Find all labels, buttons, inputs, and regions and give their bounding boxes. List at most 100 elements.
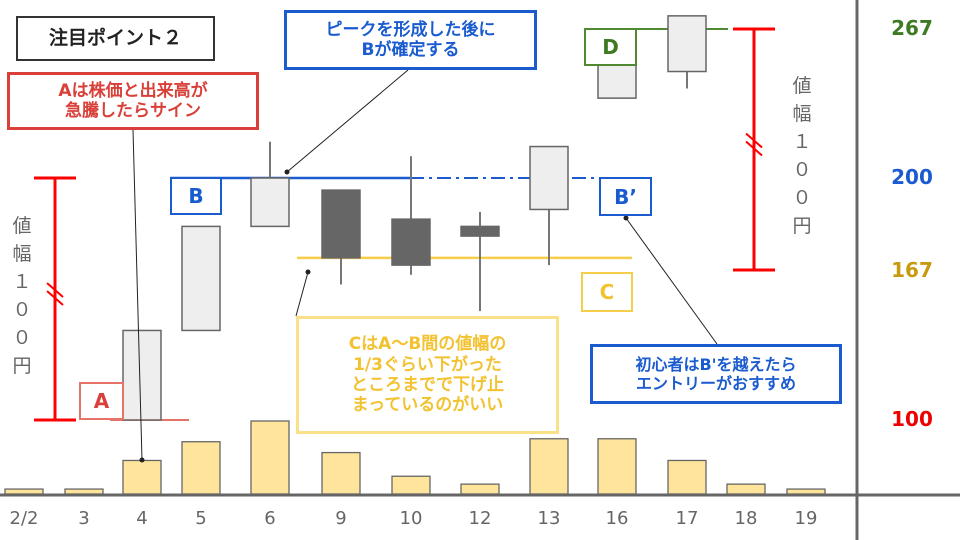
volume-bar xyxy=(181,441,221,495)
callout-c-line: 1/3ぐらい下がった xyxy=(353,354,502,375)
break-mark xyxy=(745,140,763,157)
range-label-char: １ xyxy=(792,131,812,153)
candle xyxy=(321,189,361,285)
tag-b-prime: B’ xyxy=(599,177,652,216)
callout-c-line: ところまでで下げ止 xyxy=(351,375,504,395)
callout-a: Aは株価と出来高が 急騰したらサイン xyxy=(7,72,259,130)
range-label-char: ０ xyxy=(792,159,812,181)
range-label-char: 幅 xyxy=(792,103,812,125)
x-tick-label: 18 xyxy=(734,508,758,529)
x-tick-label: 2/2 xyxy=(9,508,39,529)
candle-body-down xyxy=(321,189,361,259)
leader-dot xyxy=(305,269,311,275)
x-tick-label: 16 xyxy=(605,508,629,529)
x-tick-label: 4 xyxy=(136,508,148,529)
callout-c-line: CはA〜B間の値幅の xyxy=(348,334,507,355)
volume-bar xyxy=(250,420,290,495)
leader-dot xyxy=(284,169,290,175)
x-tick-label: 17 xyxy=(675,508,699,529)
callout-b-line: ピークを形成した後に xyxy=(325,19,496,40)
candle xyxy=(460,211,500,312)
candle-body-up xyxy=(529,145,569,211)
callout-b-prime-line: エントリーがおすすめ xyxy=(635,374,796,393)
x-tick-label: 12 xyxy=(468,508,492,529)
volume-bar xyxy=(391,475,431,495)
candle xyxy=(181,225,221,332)
volume-bars xyxy=(4,420,826,495)
volume-bar xyxy=(321,451,361,495)
range-label-char: 値 xyxy=(12,215,32,237)
callout-b-prime-line: 初心者はB'を越えたら xyxy=(635,354,797,374)
volume-bar xyxy=(460,483,500,495)
range-label-char: ０ xyxy=(792,187,812,209)
leader-b-prime xyxy=(623,215,718,345)
candles xyxy=(122,15,707,421)
tag-a: A xyxy=(79,382,124,420)
x-tick-label: 10 xyxy=(399,508,423,529)
callout-b-line: Bが確定する xyxy=(361,40,460,60)
range-label-char: 円 xyxy=(792,215,812,237)
break-mark xyxy=(46,282,64,298)
title-box: 注目ポイント２ xyxy=(16,16,215,61)
tag-d: D xyxy=(584,28,637,66)
range-bars xyxy=(34,27,775,422)
callout-c: CはA〜B間の値幅の 1/3ぐらい下がった ところまでで下げ止 まっているのがい… xyxy=(296,316,559,434)
range-label-right: 値 幅 １ ０ ０ 円 xyxy=(790,72,814,240)
candle xyxy=(667,15,707,89)
range-label-left: 値 幅 １ ０ ０ 円 xyxy=(10,212,34,380)
x-tick-label: 19 xyxy=(794,508,818,529)
candle-body-down xyxy=(460,225,500,237)
candle-body-up xyxy=(122,329,162,421)
leader-line xyxy=(295,271,309,317)
candle xyxy=(529,145,569,266)
tag-c: C xyxy=(581,272,633,312)
volume-bar xyxy=(529,438,569,495)
leader-a xyxy=(132,129,145,463)
leader-line xyxy=(132,129,143,461)
range-label-char: ０ xyxy=(12,327,32,349)
volume-bar xyxy=(726,483,766,495)
x-tick-label: 6 xyxy=(264,508,276,529)
volume-bar xyxy=(64,488,104,495)
volume-bar xyxy=(122,459,162,495)
callout-a-line: 急騰したらサイン xyxy=(64,101,201,121)
callout-b: ピークを形成した後に Bが確定する xyxy=(284,10,537,70)
tag-b: B xyxy=(170,177,222,215)
leader-dot xyxy=(139,457,145,463)
title-text: 注目ポイント２ xyxy=(48,27,182,50)
price-level-label: 200 xyxy=(891,165,933,189)
range-bar-left xyxy=(34,176,76,422)
range-label-char: ０ xyxy=(12,299,32,321)
callout-a-line: Aは株価と出来高が xyxy=(58,80,208,101)
candle xyxy=(391,156,431,275)
leader-b xyxy=(284,69,409,175)
callout-b-prime: 初心者はB'を越えたら エントリーがおすすめ xyxy=(590,344,842,404)
volume-bar xyxy=(597,438,637,495)
price-level-label: 167 xyxy=(891,258,933,282)
range-label-char: 値 xyxy=(792,75,812,97)
volume-bar xyxy=(786,488,826,495)
x-tick-label: 13 xyxy=(537,508,561,529)
x-tick-label: 3 xyxy=(78,508,90,529)
leader-line xyxy=(286,69,409,173)
price-level-label: 267 xyxy=(891,16,933,40)
leader-c xyxy=(295,269,311,317)
candle-body-down xyxy=(391,218,431,266)
candle-body-up xyxy=(181,225,221,332)
range-label-char: １ xyxy=(12,271,32,293)
range-label-char: 幅 xyxy=(12,243,32,265)
price-level-label: 100 xyxy=(891,407,933,431)
break-mark xyxy=(745,132,763,149)
volume-bar xyxy=(4,488,44,495)
candle-body-up xyxy=(250,177,290,228)
x-tick-label: 5 xyxy=(195,508,207,529)
range-label-char: 円 xyxy=(12,355,32,377)
volume-bar xyxy=(667,459,707,495)
break-mark xyxy=(46,290,64,306)
leader-dot xyxy=(623,215,629,221)
candle-body-up xyxy=(667,15,707,73)
callout-leader-lines xyxy=(132,69,718,463)
callout-c-line: まっているのがいい xyxy=(351,395,504,416)
